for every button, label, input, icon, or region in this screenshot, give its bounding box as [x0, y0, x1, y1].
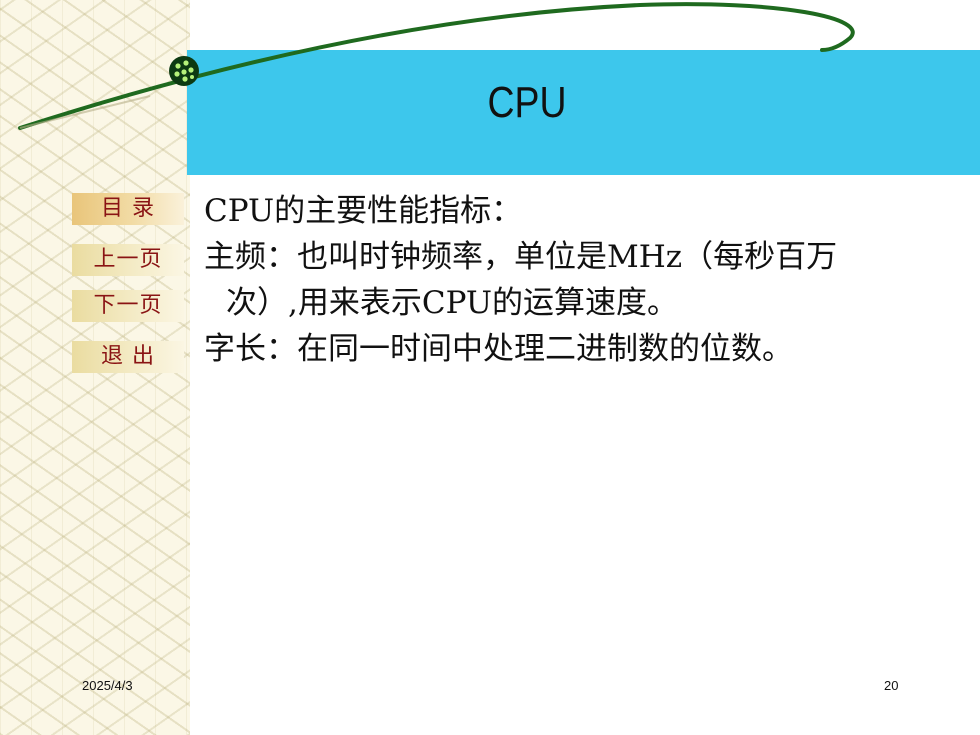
content-line-clock-speed-cont: 次）,用来表示CPU的运算速度。	[226, 285, 679, 321]
nav-contents-button[interactable]: 目 录	[72, 193, 184, 225]
content-line-clock-speed: 主频：也叫时钟频率，单位是MHz（每秒百万	[204, 239, 838, 275]
title-bar	[187, 50, 980, 175]
content-line-word-length: 字长：在同一时间中处理二进制数的位数。	[204, 331, 793, 367]
slide-title: CPU	[487, 78, 567, 127]
nav-next-page-button[interactable]: 下一页	[72, 290, 184, 322]
decorative-swoosh	[18, 2, 855, 130]
slide-page-number: 20	[884, 678, 899, 693]
nav-exit-button[interactable]: 退 出	[72, 341, 184, 373]
slide-content: CPU的主要性能指标： 主频：也叫时钟频率，单位是MHz（每秒百万 次）,用来表…	[204, 188, 956, 372]
content-line-heading: CPU的主要性能指标：	[204, 193, 523, 229]
nav-previous-page-button[interactable]: 上一页	[72, 244, 184, 276]
slide-date: 2025/4/3	[82, 678, 133, 693]
green-dotted-ball-icon	[169, 56, 199, 86]
